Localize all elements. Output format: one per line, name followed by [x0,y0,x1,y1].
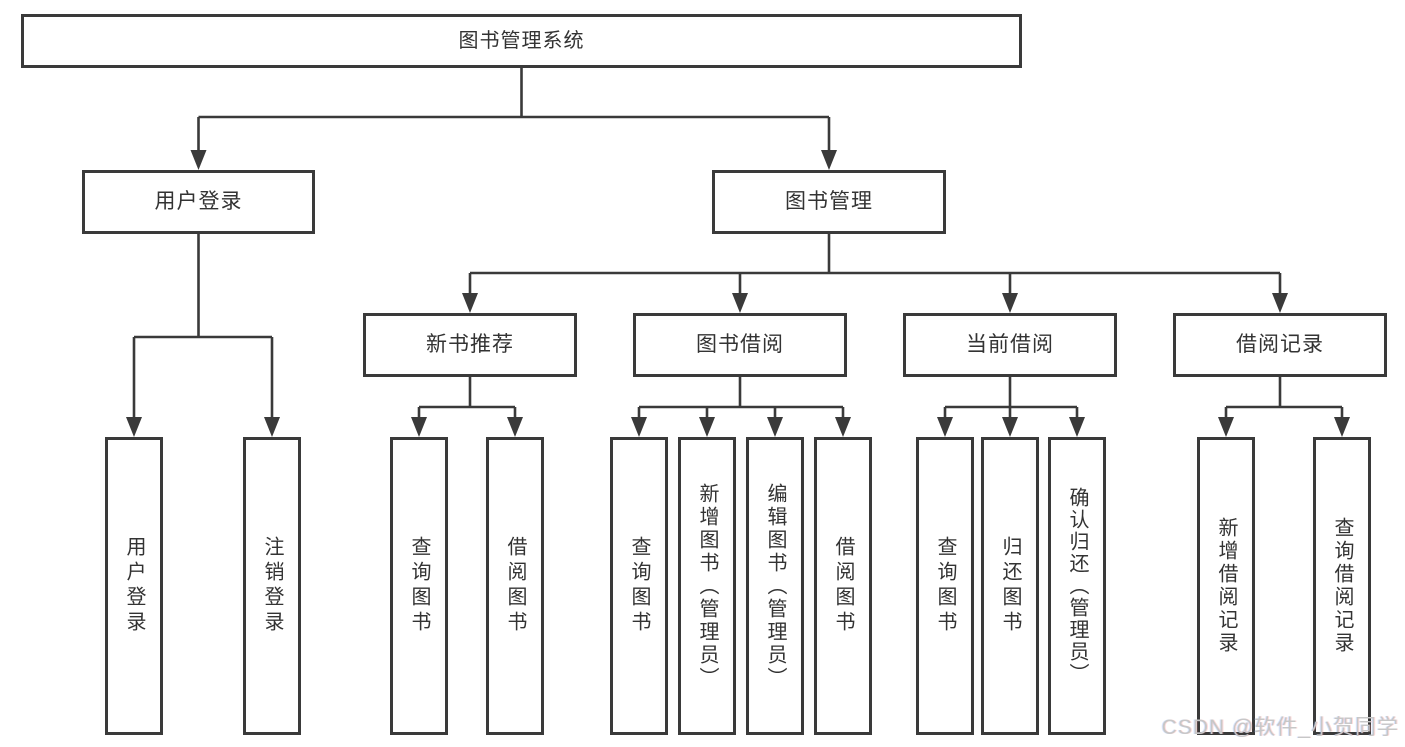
csdn-watermark: CSDN @软件_小贺同学 [1161,716,1399,739]
node-user-login: 用户登录 [82,170,315,234]
leaf-add-borrow-record: 新增借阅记录 [1197,437,1255,735]
leaf-borrow-books-recommendation: 借阅图书 [486,437,544,735]
leaf-query-books-borrowing: 查询图书 [610,437,668,735]
connector-line [132,68,1344,419]
leaf-add-books-admin: 新增图书（管理员） [678,437,736,735]
leaf-logout: 注销登录 [243,437,301,735]
node-book-management: 图书管理 [712,170,946,234]
leaf-query-books-current: 查询图书 [916,437,974,735]
node-library-management-system: 图书管理系统 [21,14,1022,68]
leaf-confirm-return-admin: 确认归还（管理员） [1048,437,1106,735]
leaf-edit-books-admin: 编辑图书（管理员） [746,437,804,735]
arrowheads [126,150,1350,437]
leaf-user-login: 用户登录 [105,437,163,735]
leaf-return-books: 归还图书 [981,437,1039,735]
leaf-borrow-books: 借阅图书 [814,437,872,735]
node-borrowing-records: 借阅记录 [1173,313,1387,377]
leaf-query-borrow-record: 查询借阅记录 [1313,437,1371,735]
node-current-borrowing: 当前借阅 [903,313,1117,377]
node-book-borrowing: 图书借阅 [633,313,847,377]
leaf-query-books-recommendation: 查询图书 [390,437,448,735]
node-new-book-recommendation: 新书推荐 [363,313,577,377]
